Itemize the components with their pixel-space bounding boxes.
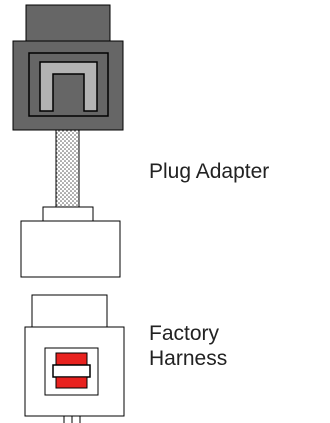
harness-wires [63,416,81,423]
factory-harness-label: Factory Harness [149,321,227,371]
factory-label-line2: Harness [149,347,228,370]
harness-red-latch-bottom [55,376,88,389]
plug-collar [42,206,94,222]
harness-top [31,294,108,328]
factory-label-line1: Factory [149,322,220,345]
plug-latch-frame [39,61,98,112]
plug-cable [55,129,80,208]
harness-red-latch-top [55,352,88,366]
plug-head-top [25,4,111,42]
harness-white-bar [52,364,91,378]
plug-adapter-label: Plug Adapter [149,160,270,183]
plug-adapter-connector [20,220,121,278]
